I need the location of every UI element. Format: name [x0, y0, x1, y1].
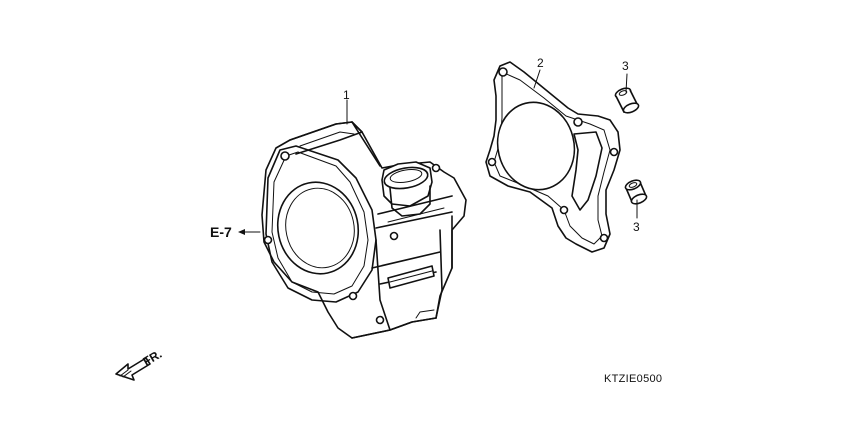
reference-label[interactable]: E-7	[210, 224, 232, 240]
callout-3-bottom: 3	[633, 220, 640, 234]
cylinder-part[interactable]	[261, 121, 467, 339]
front-direction-arrow-icon	[115, 357, 151, 381]
callout-3-top: 3	[622, 59, 629, 73]
callout-1: 1	[343, 88, 350, 102]
leader-line-3-top	[625, 73, 628, 93]
dowel-pin-bottom[interactable]	[624, 178, 648, 205]
reference-arrow-icon	[238, 229, 261, 235]
callout-2: 2	[537, 56, 544, 70]
diagram-code: KTZIE0500	[604, 373, 662, 385]
gasket-part[interactable]	[485, 61, 621, 253]
leader-line-2	[533, 69, 541, 89]
dowel-pin-top[interactable]	[614, 86, 640, 114]
